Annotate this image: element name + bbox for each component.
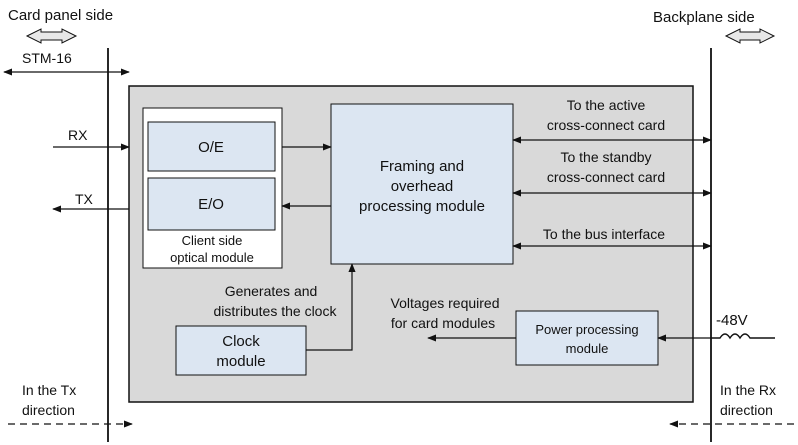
clock-module: [175, 325, 307, 376]
rx-direction-label-line1: In the Rx: [720, 382, 776, 398]
power-processing-module: [515, 310, 659, 366]
framing-label-line3: processing module: [359, 198, 485, 215]
client-optical-label-line1: Client side: [182, 233, 243, 248]
power-label-line1: Power processing: [535, 322, 638, 337]
backplane-side-label: Backplane side: [653, 9, 755, 26]
oe-module: [147, 121, 276, 172]
card-panel-side-double-arrow-icon: [25, 28, 78, 44]
eo-label: E/O: [198, 196, 224, 213]
tx-direction-label-line1: In the Tx: [22, 382, 76, 398]
card-panel-side-label: Card panel side: [8, 7, 113, 24]
minus48v-label: -48V: [716, 312, 748, 329]
clock-label-line1: Clock: [222, 333, 260, 350]
rx-label: RX: [68, 127, 88, 143]
clock-distribution-arrow: [306, 263, 356, 351]
clock-gen-label-line2: distributes the clock: [214, 303, 338, 319]
tx-direction-label-line2: direction: [22, 402, 75, 418]
to-standby-label-line2: cross-connect card: [547, 169, 665, 185]
client-optical-label-line2: optical module: [170, 250, 254, 265]
stm16-label: STM-16: [22, 50, 72, 66]
to-active-label-line2: cross-connect card: [547, 117, 665, 133]
inductor-icon: [711, 333, 775, 340]
clock-label-line2: module: [216, 353, 265, 370]
framing-overhead-module: [330, 103, 514, 265]
power-label-line2: module: [566, 341, 609, 356]
to-bus-label: To the bus interface: [543, 226, 665, 242]
clock-gen-label-line1: Generates and: [225, 283, 318, 299]
framing-label-line1: Framing and: [380, 158, 464, 175]
to-standby-label-line1: To the standby: [560, 149, 651, 165]
tx-label: TX: [75, 191, 94, 207]
rx-direction-label-line2: direction: [720, 402, 773, 418]
voltages-label-line2: for card modules: [391, 315, 495, 331]
oe-label: O/E: [198, 139, 224, 156]
framing-label-line2: overhead: [391, 178, 454, 195]
voltages-label-line1: Voltages required: [391, 295, 500, 311]
backplane-side-double-arrow-icon: [724, 28, 776, 44]
eo-module: [147, 177, 276, 231]
to-active-label-line1: To the active: [567, 97, 646, 113]
